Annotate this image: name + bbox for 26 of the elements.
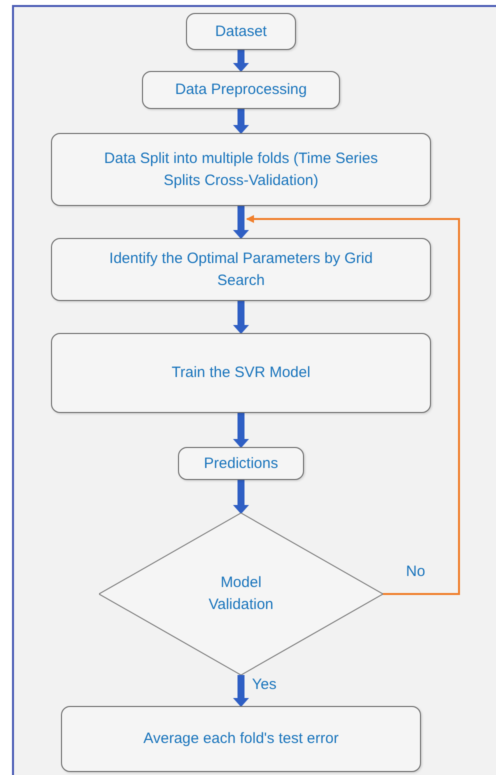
process-box xyxy=(61,706,421,772)
decision-diamond xyxy=(99,513,383,675)
arrow xyxy=(233,206,249,239)
box-text: Train the SVR Model xyxy=(172,363,310,383)
process-box xyxy=(51,333,431,413)
edge-label: Yes xyxy=(250,677,278,692)
box-text: Data Preprocessing xyxy=(175,80,307,100)
process-box xyxy=(178,447,304,480)
arrow xyxy=(233,50,249,72)
box-text: Predictions xyxy=(204,454,278,474)
edge-label: No xyxy=(404,564,428,579)
box-text: Identify the Optimal Parameters by Grid Search xyxy=(108,248,374,290)
box-text: Dataset xyxy=(215,22,267,42)
process-box xyxy=(186,13,296,50)
arrow xyxy=(233,675,249,707)
process-box xyxy=(51,133,431,206)
process-box xyxy=(51,238,431,301)
arrow xyxy=(233,480,249,514)
arrow xyxy=(233,413,249,448)
process-box xyxy=(142,71,340,109)
arrow xyxy=(233,301,249,334)
box-text: Average each fold's test error xyxy=(143,729,339,749)
arrow xyxy=(233,109,249,134)
arrow xyxy=(246,215,460,595)
box-text: Model Validation xyxy=(208,573,274,615)
box-text: Data Split into multiple folds (Time Series Splits Cross-Validation) xyxy=(103,148,379,190)
